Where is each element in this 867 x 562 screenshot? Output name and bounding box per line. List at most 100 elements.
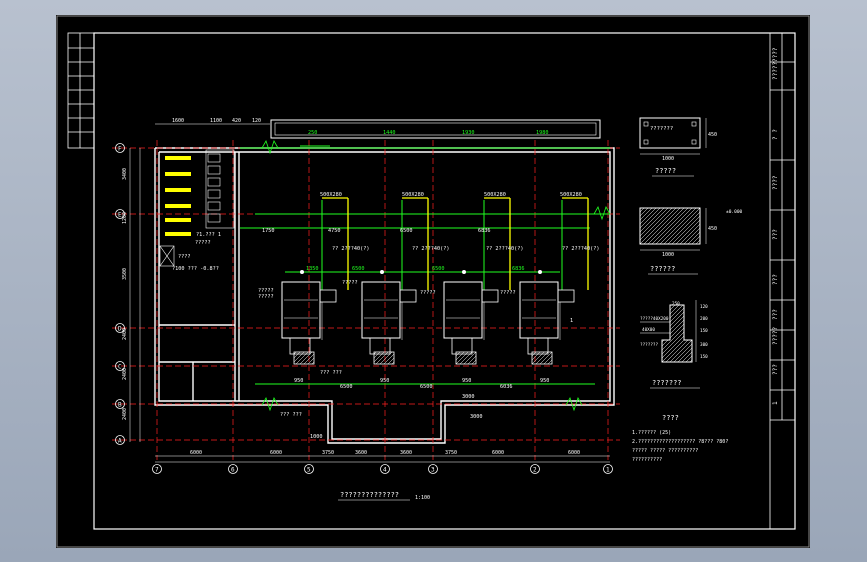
detail-3-label-1: ?????40X200 bbox=[640, 316, 669, 322]
row-dim-1: 1350 bbox=[306, 266, 319, 272]
left-dim: 3400 bbox=[122, 168, 128, 180]
bottom-dim: 3750 bbox=[322, 450, 334, 456]
axis-label-col: 4 bbox=[383, 467, 387, 474]
axis-bubble-row bbox=[115, 143, 125, 153]
left-dim: 3500 bbox=[122, 268, 128, 280]
top-dim: 1100 bbox=[210, 118, 222, 124]
bot-dim-7: 950 bbox=[540, 378, 549, 384]
mid-dim-1: 1750 bbox=[262, 228, 275, 234]
rack-bar bbox=[165, 172, 191, 176]
boiler-units bbox=[281, 270, 575, 365]
misc-label-3: ??? ??? bbox=[320, 370, 342, 376]
bot-dim-2: 6500 bbox=[340, 384, 353, 390]
top-dim-1: 250 bbox=[308, 130, 317, 136]
plan-annotations: 1 250 1440 1930 1980 500X280 500X280 500… bbox=[172, 125, 599, 440]
rack-bar bbox=[165, 232, 191, 236]
detail-2-title: ?????? bbox=[650, 265, 675, 273]
bottom-dim: 3750 bbox=[445, 450, 457, 456]
axis-bubble-row bbox=[115, 361, 125, 371]
duct-label-1: ?? 2???40(?) bbox=[332, 246, 369, 252]
left-dim: 2400 bbox=[122, 408, 128, 420]
top-canopy bbox=[270, 119, 601, 139]
top-dim-2: 1440 bbox=[383, 130, 396, 136]
detail-1: ??????? 1000 450 ????? bbox=[639, 117, 717, 177]
bottom-dim: 6000 bbox=[492, 450, 504, 456]
lower-dim-2: 3000 bbox=[470, 414, 483, 420]
shelf-item bbox=[207, 153, 221, 163]
title-block-cell: ????? bbox=[772, 327, 779, 345]
hood-label-2: ????? bbox=[420, 290, 436, 296]
shelf-item bbox=[207, 213, 221, 223]
drawing-scale: 1:100 bbox=[415, 495, 430, 501]
mid-dim-3: 6500 bbox=[400, 228, 413, 234]
rack-bar bbox=[165, 204, 191, 208]
detail-3-dim-2: 120 bbox=[700, 304, 708, 310]
title-block bbox=[769, 32, 796, 530]
duct-size-3: 500X280 bbox=[484, 192, 506, 198]
axis-bubble-col bbox=[228, 464, 238, 474]
row-dim-2: 6500 bbox=[352, 266, 365, 272]
left-label-3: ???? bbox=[178, 254, 191, 260]
detail-2-width: 1000 bbox=[662, 252, 674, 258]
bottom-dim: 6000 bbox=[270, 450, 282, 456]
axis-bubble-row bbox=[115, 209, 125, 219]
duct-size-2: 500X280 bbox=[402, 192, 424, 198]
duct-label-4: ?? 2???40(?) bbox=[562, 246, 599, 252]
sheet-edge bbox=[56, 15, 810, 548]
title-block-cell: 1 bbox=[772, 401, 779, 405]
top-dim: 1600 bbox=[172, 118, 184, 124]
left-dim: 1200 bbox=[122, 212, 128, 224]
detail-2: 1000 450 ±0.000 ?????? bbox=[639, 207, 743, 275]
rack-bar bbox=[165, 188, 191, 192]
left-dim: 2400 bbox=[122, 368, 128, 380]
duct-size-1: 500X280 bbox=[320, 192, 342, 198]
boiler-unit bbox=[443, 270, 499, 365]
left-room-shelves bbox=[207, 153, 221, 223]
bot-dim-6: 6036 bbox=[500, 384, 513, 390]
axis-label-row: D bbox=[118, 326, 122, 333]
hood-label-3: ????? bbox=[500, 290, 516, 296]
detail-2-height: 450 bbox=[708, 226, 717, 232]
left-label-2: ?1.??? 1 bbox=[196, 232, 221, 238]
notes-title: ???? bbox=[662, 414, 679, 422]
boiler-unit bbox=[519, 270, 575, 365]
shelf-item bbox=[207, 201, 221, 211]
axis-label-col: 1 bbox=[606, 467, 610, 474]
duct-lines bbox=[240, 145, 610, 385]
hood-label-1b: ????? bbox=[258, 294, 274, 300]
axis-label-col: 5 bbox=[307, 467, 311, 474]
left-dim: 2400 bbox=[122, 328, 128, 340]
note-line-1: 1.?????? (25) bbox=[632, 430, 671, 436]
rack-bar bbox=[165, 218, 191, 222]
axis-label-row: E bbox=[118, 212, 122, 219]
bottom-dim: 3600 bbox=[400, 450, 412, 456]
title-block-cell: ??? bbox=[772, 364, 779, 375]
axis-label-row: C bbox=[118, 364, 122, 371]
axis-bubble-col bbox=[428, 464, 438, 474]
detail-3-dim-5: 300 bbox=[700, 342, 708, 348]
shelf-item bbox=[207, 177, 221, 187]
duct-label-2: ?? 2???40(?) bbox=[412, 246, 449, 252]
axis-bubble-col bbox=[380, 464, 390, 474]
axis-grid bbox=[112, 140, 620, 460]
misc-label-1: ????? bbox=[342, 280, 358, 286]
shelf-item bbox=[207, 165, 221, 175]
axis-label-row: B bbox=[118, 402, 122, 409]
axis-label-col: 7 bbox=[155, 467, 159, 474]
axis-bubble-row bbox=[115, 399, 125, 409]
title-block-cell: ??? bbox=[772, 229, 779, 240]
misc-label-4: ??? ??? bbox=[280, 412, 302, 418]
storage-rack bbox=[165, 156, 191, 236]
detail-3-title: ??????? bbox=[652, 379, 682, 387]
bottom-dim: 3600 bbox=[355, 450, 367, 456]
axis-bubble-row bbox=[115, 323, 125, 333]
row-dim-4: 6836 bbox=[512, 266, 525, 272]
top-canopy-inner bbox=[274, 122, 597, 136]
left-label-4: ?100 ??? -0.8?? bbox=[172, 266, 219, 272]
axis-label-row: F bbox=[118, 146, 122, 153]
note-line-2: 2.??????????????????? ?8??? ?80? bbox=[632, 439, 728, 445]
